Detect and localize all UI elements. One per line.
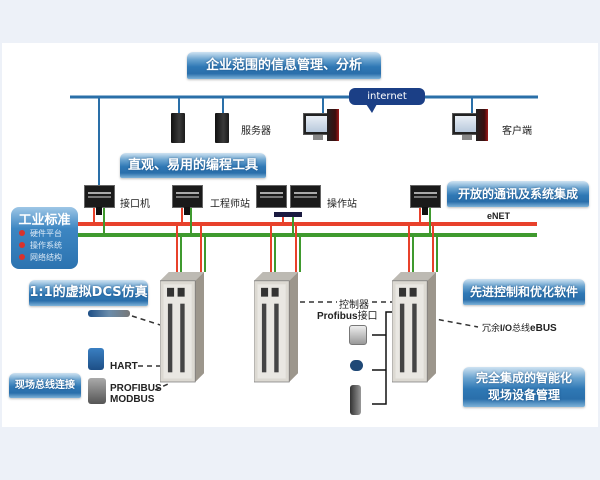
monitor-stand [184,207,190,215]
profibus-interface-label: Profibus接口 [317,311,378,322]
profibus-bus [372,311,395,405]
profibus-label: PROFIBUS [110,383,162,394]
profibus-device-icon [349,325,367,345]
hart-label: HART [110,361,138,372]
transmitter-icon [88,348,104,370]
engineer-station-label: 工程师站 [210,199,250,210]
monitor-stand [96,207,102,215]
controller-cabinet [254,272,298,383]
internet-bubble: internet [349,88,425,105]
monitor-stand [422,207,428,215]
enterprise-info-banner: 企业范围的信息管理、分析 [187,52,381,79]
bullet-icon [19,242,25,248]
interface-pc-label: 接口机 [120,199,150,210]
ebus-link [429,317,479,328]
server-label: 服务器 [241,126,271,137]
internet-bubble-tail [366,104,377,113]
advanced-control-banner: 先进控制和优化软件 [463,279,585,305]
controller-cabinet [392,272,436,383]
operator-station-monitor-icon [290,185,321,208]
controller-cabinet [160,272,204,383]
smart-field-banner: 完全集成的智能化 现场设备管理 [463,367,585,407]
bullet-icon [19,254,25,260]
standard-item: 硬件平台 [19,228,78,240]
engineer-station-monitor-icon [172,185,203,208]
modbus-label: MODBUS [110,394,155,405]
server-icon [215,113,229,143]
profibus-sensor-icon [350,360,363,371]
operator-station-label: 操作站 [327,199,357,210]
fieldbus-banner: 现场总线连接 [9,373,81,398]
client-label: 客户端 [502,126,532,137]
sensor-probe-icon [88,310,130,317]
smart-field-line2: 现场设备管理 [487,388,560,402]
operator-keyboard [274,212,302,217]
virtual-dcs-banner: 1:1的虚拟DCS仿真 [29,280,148,306]
server-icon [171,113,185,143]
bullet-icon [19,230,25,236]
industrial-standard-box: 工业标准 硬件平台 操作系统 网络结构 [11,207,78,269]
smart-field-line1: 完全集成的智能化 [475,371,572,385]
controller-label: 控制器 [337,296,371,311]
open-communication-banner: 开放的通讯及系统集成 [447,181,589,207]
interface-pc-monitor-icon [84,185,115,208]
standard-item: 操作系统 [19,240,78,252]
flowmeter-icon [88,378,106,404]
profibus-drive-icon [350,385,361,415]
redundant-io-label: 冗余I/O总线eBUS [482,323,557,334]
standard-item: 网络结构 [19,252,78,264]
industrial-standard-title: 工业标准 [18,213,71,228]
programming-tools-banner: 直观、易用的编程工具 [120,153,266,178]
profibus-link [154,383,169,391]
operator-station-monitor-icon [256,185,287,208]
open-station-monitor-icon [410,185,441,208]
enet-label: eNET [487,211,511,221]
